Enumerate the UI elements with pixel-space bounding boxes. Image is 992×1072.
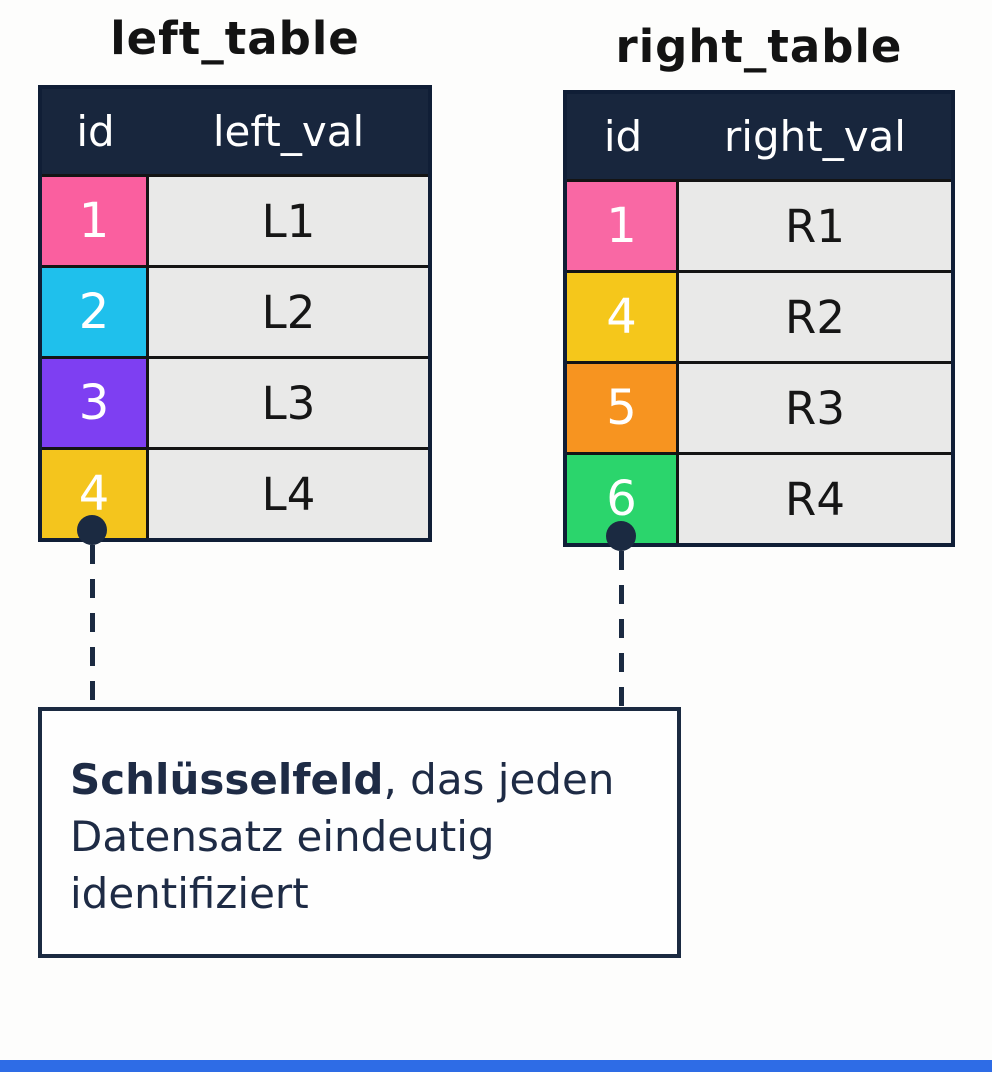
id-cell: 1 <box>567 182 679 270</box>
bottom-accent-bar <box>0 1060 992 1072</box>
note-line-1: Schlüsselfeld, das jeden <box>70 751 653 808</box>
value-cell: L4 <box>149 450 428 538</box>
connector-dot-right <box>606 521 636 551</box>
table-row: 1 L1 <box>42 174 428 265</box>
value-cell: L3 <box>149 359 428 447</box>
table-row: 3 L3 <box>42 356 428 447</box>
value-cell: L2 <box>149 268 428 356</box>
right-table-title: right_table <box>615 20 903 73</box>
connector-dot-left <box>77 515 107 545</box>
value-cell: R1 <box>679 182 951 270</box>
dashed-connector-left <box>90 545 95 707</box>
note-line-3: identifiziert <box>70 869 309 919</box>
table-row: 1 R1 <box>567 179 951 270</box>
right-table-header: id right_val <box>567 94 951 179</box>
value-cell: L1 <box>149 177 428 265</box>
right-header-val: right_val <box>724 112 906 161</box>
dashed-connector-right <box>619 551 624 707</box>
id-cell: 3 <box>42 359 149 447</box>
left-header-val: left_val <box>212 107 365 156</box>
id-cell: 4 <box>567 273 679 361</box>
table-row: 6 R4 <box>567 452 951 543</box>
left-table-title: left_table <box>110 12 360 65</box>
right-table: id right_val 1 R1 4 R2 5 R3 6 R4 <box>563 90 955 547</box>
note-line-1-rest: , das jeden <box>383 755 615 804</box>
id-cell: 5 <box>567 364 679 452</box>
key-field-note-box: Schlüsselfeld, das jeden Datensatz einde… <box>38 707 681 958</box>
value-cell: R3 <box>679 364 951 452</box>
left-header-id: id <box>76 107 115 156</box>
id-cell: 2 <box>42 268 149 356</box>
id-cell: 1 <box>42 177 149 265</box>
value-cell: R4 <box>679 455 951 543</box>
value-cell: R2 <box>679 273 951 361</box>
table-row: 4 R2 <box>567 270 951 361</box>
note-bold-term: Schlüsselfeld <box>70 755 384 804</box>
left-table-header: id left_val <box>42 89 428 174</box>
table-row: 2 L2 <box>42 265 428 356</box>
right-header-id: id <box>603 112 643 161</box>
note-line-2: Datensatz eindeutig <box>70 812 495 862</box>
table-row: 5 R3 <box>567 361 951 452</box>
left-table: id left_val 1 L1 2 L2 3 L3 4 L4 <box>38 85 432 542</box>
